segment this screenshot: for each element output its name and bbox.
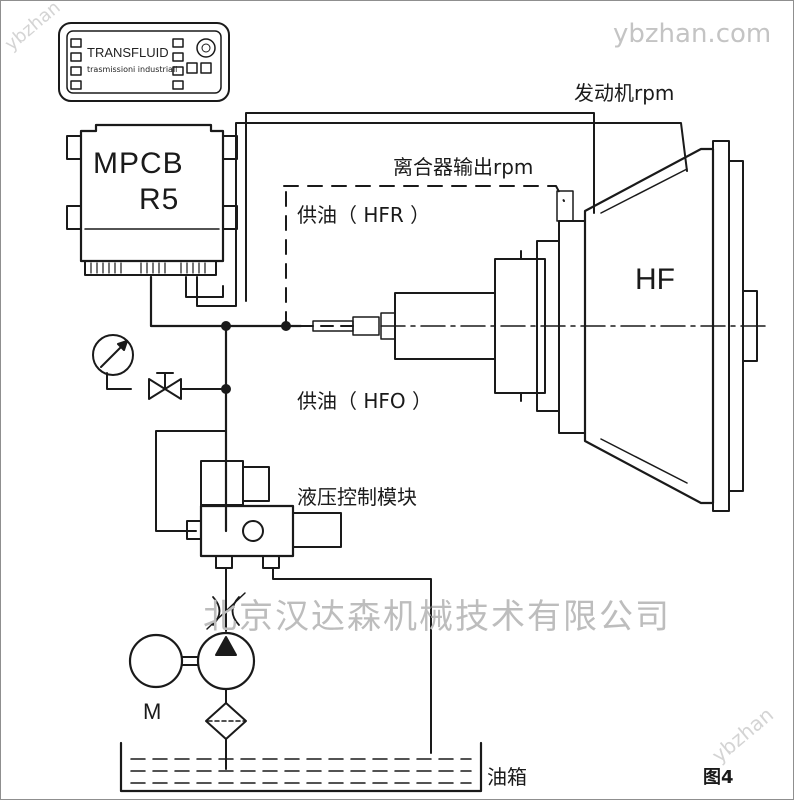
motor-label: M [143, 699, 162, 724]
watermark-top: ybzhan.com [613, 19, 772, 49]
tank-label: 油箱 [487, 765, 527, 789]
motor-icon [128, 633, 199, 689]
pressure-gauge-icon [92, 334, 134, 376]
figure-label: 图4 [703, 767, 734, 788]
oil-tank [119, 741, 483, 793]
supply-hfo-label: 供油（ HFO ） [297, 389, 432, 413]
filter-icon [205, 702, 247, 770]
valve-icon [148, 372, 182, 400]
signal-wires [185, 112, 688, 307]
hf-label: HF [635, 263, 675, 296]
knob-icon [196, 38, 216, 58]
mpcb-controller [66, 123, 238, 276]
throttle-icon [206, 592, 246, 630]
hf-coupling [494, 140, 758, 512]
engine-rpm-label: 发动机rpm [574, 81, 675, 105]
panel-subtitle: trasmissioni industriali [87, 65, 178, 74]
supply-lines [106, 190, 362, 533]
controller-line1: MPCB [93, 147, 184, 180]
supply-hfr-label: 供油（ HFR ） [297, 203, 431, 227]
clutch-output-rpm-label: 离合器输出rpm [393, 155, 534, 179]
pump-icon [196, 631, 256, 704]
hydraulic-module-label: 液压控制模块 [297, 485, 417, 509]
hydraulic-control-module [186, 460, 342, 569]
controller-line2: R5 [139, 183, 180, 216]
watermark-company: 北京汉达森机械技术有限公司 [203, 597, 671, 637]
panel-brand: TRANSFLUID [87, 45, 169, 60]
control-panel [58, 22, 230, 102]
